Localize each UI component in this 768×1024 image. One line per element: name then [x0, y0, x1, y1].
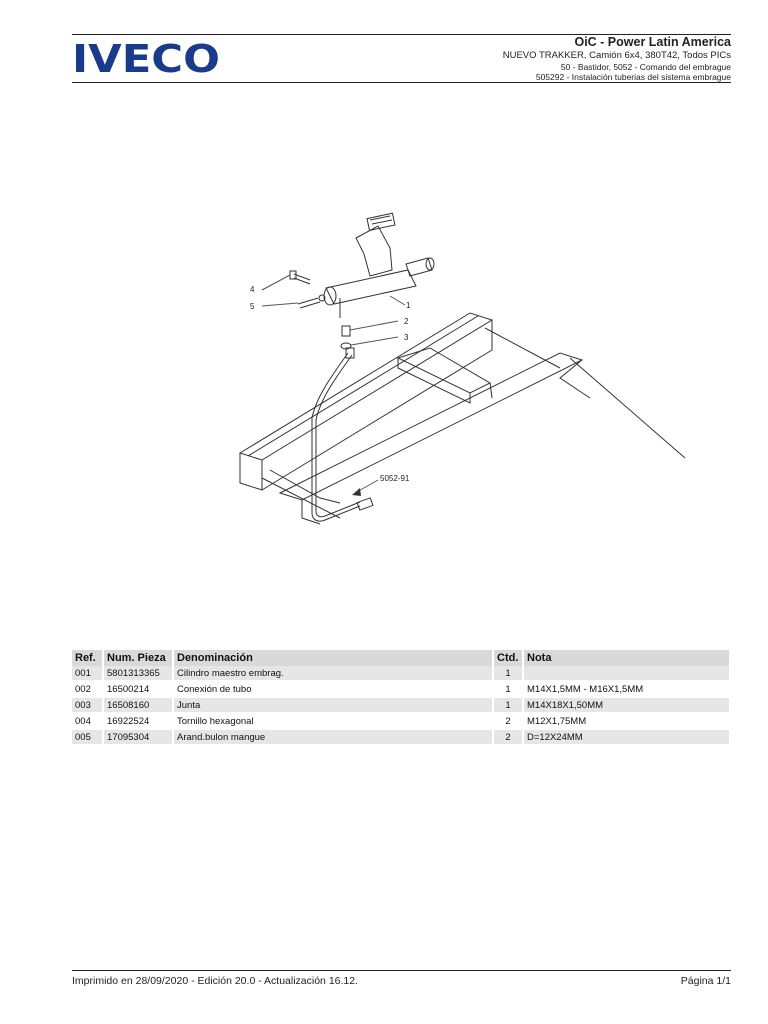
cell-nota: M14X1,5MM - M16X1,5MM [523, 681, 731, 698]
catalog-title: OiC - Power Latin America [574, 35, 731, 49]
table-row: 003 16508160 Junta 1 M14X18X1,50MM [72, 697, 731, 714]
parts-diagram: 1 2 3 4 5 5052-91 [238, 212, 686, 525]
col-denominacion: Denominación [173, 650, 494, 666]
master-cylinder [323, 212, 435, 318]
cell-denominacion: Tornillo hexagonal [173, 713, 494, 730]
cell-denominacion: Cilindro maestro embrag. [173, 666, 494, 682]
table-row: 004 16922524 Tornillo hexagonal 2 M12X1,… [72, 713, 731, 730]
chassis-frame [238, 312, 686, 525]
callout-4: 4 [250, 285, 255, 294]
cell-denominacion: Conexión de tubo [173, 681, 494, 698]
cell-ref: 003 [72, 697, 104, 714]
cell-denominacion: Junta [173, 697, 494, 714]
cell-num-pieza: 16508160 [103, 697, 174, 714]
footer-rule [72, 970, 731, 971]
iveco-logo: IVECO [72, 40, 220, 76]
callout-5: 5 [250, 302, 255, 311]
cell-num-pieza: 17095304 [103, 729, 174, 746]
cell-num-pieza: 16500214 [103, 681, 174, 698]
cell-ctd: 1 [493, 681, 524, 698]
table-row: 002 16500214 Conexión de tubo 1 M14X1,5M… [72, 681, 731, 698]
col-nota: Nota [523, 650, 731, 666]
header-top-rule [72, 34, 731, 35]
small-parts [289, 270, 352, 350]
cell-nota [523, 666, 731, 682]
cell-ctd: 1 [493, 666, 524, 682]
clutch-pipe [311, 347, 374, 522]
callout-1: 1 [406, 301, 411, 310]
logo-text: IVECO [72, 40, 220, 76]
cell-ctd: 2 [493, 713, 524, 730]
callout-3: 3 [404, 333, 409, 342]
cell-ref: 001 [72, 666, 104, 682]
cell-nota: M12X1,75MM [523, 713, 731, 730]
leader-lines [261, 274, 406, 494]
cell-ref: 005 [72, 729, 104, 746]
cell-ref: 002 [72, 681, 104, 698]
col-num-pieza: Num. Pieza [103, 650, 174, 666]
cell-nota: M14X18X1,50MM [523, 697, 731, 714]
figure-code: 5052-91 [380, 474, 410, 483]
table-row: 001 5801313365 Cilindro maestro embrag. … [72, 666, 731, 682]
header-bottom-rule [72, 82, 731, 83]
col-ctd: Ctd. [493, 650, 524, 666]
vehicle-model: NUEVO TRAKKER, Camión 6x4, 380T42, Todos… [502, 50, 731, 61]
cell-ref: 004 [72, 713, 104, 730]
cell-num-pieza: 5801313365 [103, 666, 174, 682]
col-ref: Ref. [72, 650, 104, 666]
page-number: Página 1/1 [680, 975, 731, 987]
parts-table: Ref. Num. Pieza Denominación Ctd. Nota 0… [72, 650, 731, 746]
cell-ctd: 2 [493, 729, 524, 746]
callout-2: 2 [404, 317, 409, 326]
arrow-marker [352, 488, 361, 496]
print-info: Imprimido en 28/09/2020 - Edición 20.0 -… [72, 975, 359, 987]
table-row: 005 17095304 Arand.bulon mangue 2 D=12X2… [72, 729, 731, 746]
table-header-row: Ref. Num. Pieza Denominación Ctd. Nota [72, 650, 731, 666]
cell-denominacion: Arand.bulon mangue [173, 729, 494, 746]
cell-ctd: 1 [493, 697, 524, 714]
cell-num-pieza: 16922524 [103, 713, 174, 730]
group-path: 50 - Bastidor, 5052 - Comando del embrag… [560, 62, 731, 72]
subgroup-path: 505292 - Instalación tuberias del sistem… [535, 72, 731, 82]
cell-nota: D=12X24MM [523, 729, 731, 746]
